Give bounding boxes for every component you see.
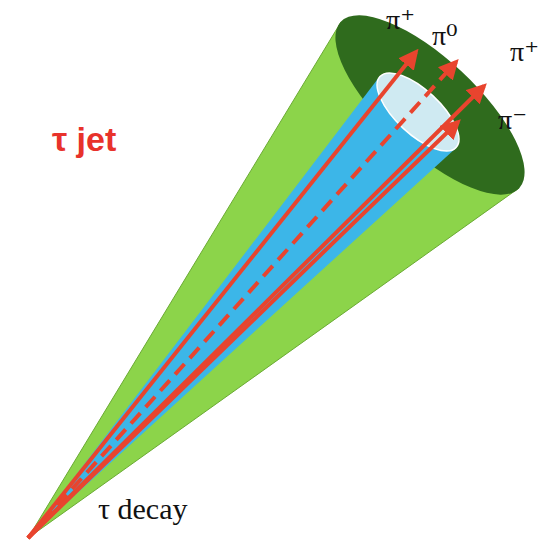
pion-tracks	[28, 52, 484, 538]
particle-label: π⁻	[498, 106, 527, 134]
particle-label: π⁺	[386, 6, 415, 34]
particle-label: π⁺	[510, 38, 539, 66]
particle-label: π⁰	[432, 22, 457, 50]
decay-label: τ decay	[98, 494, 188, 524]
jet-label: τ jet	[52, 122, 116, 156]
outer-cone	[28, 0, 551, 538]
inner-cone	[28, 60, 471, 538]
